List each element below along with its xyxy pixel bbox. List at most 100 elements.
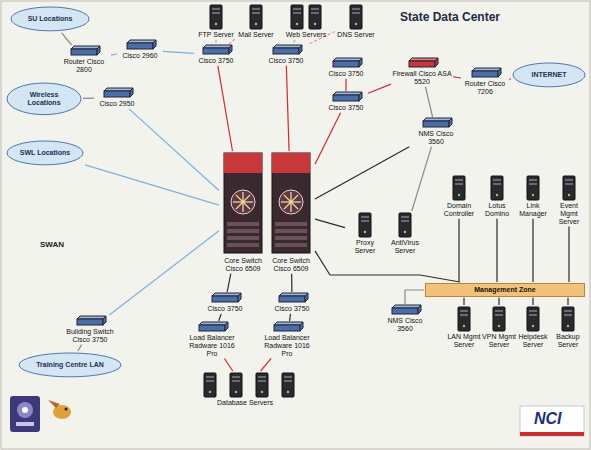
server-icon [446, 306, 482, 332]
network-link [62, 33, 72, 45]
server-icon [479, 175, 515, 201]
node-label: Backup Server [551, 333, 585, 349]
network-link [78, 345, 82, 351]
network-link [218, 66, 233, 151]
server-icon [196, 4, 236, 30]
node-text-area: Event Mgmt Server [551, 175, 587, 225]
logo-panel [520, 406, 584, 436]
server-tower [250, 5, 262, 29]
network-cloud: SWL Locations [6, 140, 84, 166]
node-label: Cisco 3750 [270, 305, 314, 313]
network-link [315, 113, 341, 164]
diagram-title: State Data Center [400, 10, 500, 24]
node-label: Building Switch Cisco 3750 [60, 328, 120, 344]
network-cloud: INTERNET [512, 62, 586, 88]
server-icon [440, 175, 478, 201]
node-text-area: Domain Controller [440, 175, 478, 218]
network-link [509, 78, 511, 79]
network-switch: Router Cisco 7206 [462, 68, 508, 96]
node-text-area: Router Cisco 2800 [58, 46, 110, 74]
node-text-area: Lotus Domino [479, 175, 515, 218]
node-label: Load Balancer Radware 1016 Pro [183, 334, 241, 357]
server: VPN Mgmt Server [482, 306, 516, 349]
server-icon [384, 212, 426, 238]
server: DNS Server [336, 4, 376, 39]
server-tower [359, 213, 371, 237]
node-text-area: Web Servers [276, 4, 336, 39]
network-link [405, 290, 424, 304]
network-switch: Cisco 3750 [325, 58, 367, 78]
node-label: Cisco 2950 [95, 100, 139, 108]
node-text-area: LAN Mgmt Server [446, 306, 482, 349]
server-icon [236, 4, 276, 30]
network-cloud: Wireless Locations [6, 82, 82, 116]
server-icon [482, 306, 516, 332]
network-link [532, 298, 533, 305]
network-link [568, 226, 569, 282]
left-logo [10, 396, 40, 432]
node-label: Management Zone [429, 286, 581, 294]
node-label: AntiVirus Server [384, 239, 426, 255]
server-tower [282, 373, 294, 397]
server-rack-icon [185, 372, 305, 398]
node-label: INTERNET [525, 71, 573, 79]
network-switch-icon [265, 45, 307, 56]
network-switch-icon [258, 322, 316, 333]
server-icon [336, 4, 376, 30]
network-switch: Load Balancer Radware 1016 Pro [258, 322, 316, 357]
core-switch-icon [268, 152, 314, 256]
server-icon [516, 306, 550, 332]
node-label: Cisco 2960 [118, 52, 162, 60]
network-switch-icon [183, 322, 241, 333]
node-text-area: Cisco 2960 [118, 40, 162, 60]
network-switch: NMS Cisco 3560 [380, 305, 430, 333]
node-text-area: Router Cisco 7206 [462, 68, 508, 96]
node-label: Link Manager [516, 202, 550, 218]
node-label: VPN Mgmt Server [482, 333, 516, 349]
node-text-area: NMS Cisco 3560 [410, 118, 462, 146]
network-switch: Cisco 3750 [325, 92, 367, 112]
network-switch-icon [58, 46, 110, 57]
node-label: Router Cisco 2800 [58, 58, 110, 74]
network-cloud: Training Centre LAN [18, 352, 122, 378]
server: LAN Mgmt Server [446, 306, 482, 349]
network-switch: Cisco 2960 [118, 40, 162, 60]
network-switch: Cisco 3750 [270, 293, 314, 313]
node-label: SU Locations [23, 15, 77, 23]
core-switch-icon [220, 152, 266, 256]
node-text-area: Core Switch Cisco 6509 [220, 152, 266, 273]
node-label: Core Switch Cisco 6509 [268, 257, 314, 273]
network-link [425, 87, 432, 117]
network-link [291, 274, 292, 292]
node-label: Cisco 3750 [265, 57, 307, 65]
zone-band: Management Zone [425, 283, 585, 297]
network-switch-icon [380, 305, 430, 316]
server-tower [563, 176, 575, 200]
network-switch-icon [325, 92, 367, 103]
node-text-area: Load Balancer Radware 1016 Pro [183, 322, 241, 357]
node-text-area: Building Switch Cisco 3750 [60, 316, 120, 344]
node-label: Database Servers [185, 399, 305, 407]
node-text-area: INTERNET [512, 62, 586, 88]
node-label: Cisco 3750 [325, 70, 367, 78]
node-text-area: Cisco 3750 [265, 45, 307, 65]
server-tower [527, 307, 539, 331]
server: Helpdesk Server [516, 306, 550, 349]
server: FTP Server [196, 4, 236, 39]
network-link [567, 298, 568, 305]
node-label: Wireless Locations [19, 91, 69, 107]
network-switch: Cisco 2950 [95, 88, 139, 108]
network-link [289, 314, 291, 321]
server: Mail Server [236, 4, 276, 39]
node-label: FTP Server [196, 31, 236, 39]
network-link [215, 40, 216, 44]
server-pair: Web Servers [276, 4, 336, 39]
server: AntiVirus Server [384, 212, 426, 255]
node-text-area: AntiVirus Server [384, 212, 426, 255]
node-label: Lotus Domino [479, 202, 515, 218]
node-label: Helpdesk Server [516, 333, 550, 349]
server: Proxy Server [346, 212, 384, 255]
server: Event Mgmt Server [551, 175, 587, 225]
node-label: Core Switch Cisco 6509 [220, 257, 266, 273]
